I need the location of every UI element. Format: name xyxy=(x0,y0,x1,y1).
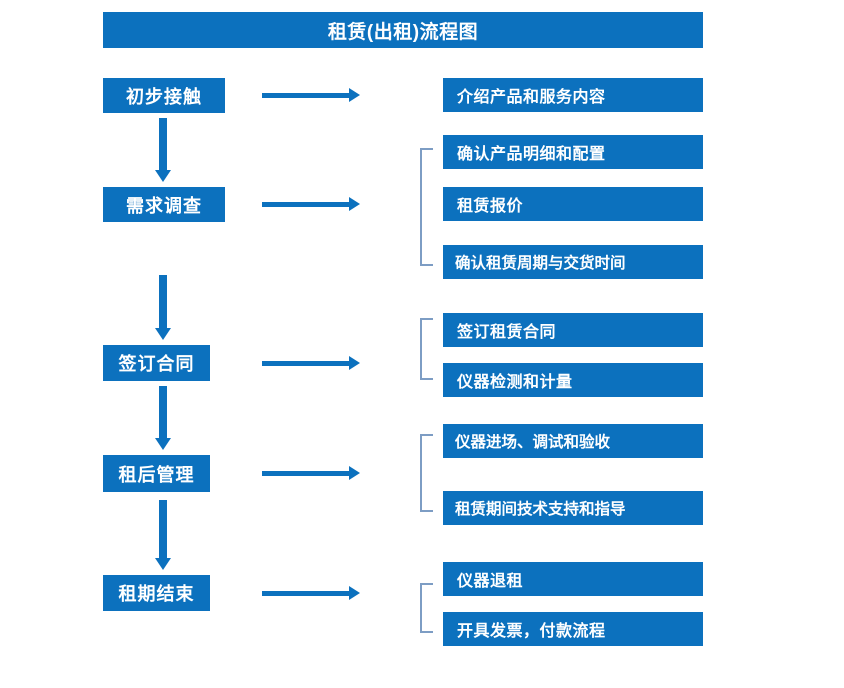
stage-to-detail-arrow-2 xyxy=(262,197,360,211)
diagram-title: 租赁(出租)流程图 xyxy=(103,12,703,48)
detail-group-bracket-5 xyxy=(420,583,433,633)
detail-box-5[interactable]: 签订租赁合同 xyxy=(443,313,703,347)
stage-to-detail-arrow-1 xyxy=(262,88,360,102)
detail-box-1[interactable]: 介绍产品和服务内容 xyxy=(443,78,703,112)
detail-box-6[interactable]: 仪器检测和计量 xyxy=(443,363,703,397)
stage-box-1[interactable]: 初步接触 xyxy=(103,78,225,113)
stage-to-detail-arrow-5 xyxy=(262,586,360,600)
detail-box-2[interactable]: 确认产品明细和配置 xyxy=(443,135,703,169)
detail-group-bracket-4 xyxy=(420,434,433,512)
stage-to-stage-arrow-3 xyxy=(155,386,171,450)
detail-box-8[interactable]: 租赁期间技术支持和指导 xyxy=(443,491,703,525)
stage-to-stage-arrow-1 xyxy=(155,118,171,182)
stage-box-5[interactable]: 租期结束 xyxy=(103,575,210,611)
detail-box-4[interactable]: 确认租赁周期与交货时间 xyxy=(443,245,703,279)
detail-box-10[interactable]: 开具发票，付款流程 xyxy=(443,612,703,646)
stage-box-2[interactable]: 需求调查 xyxy=(103,187,225,222)
stage-to-detail-arrow-3 xyxy=(262,356,360,370)
detail-group-bracket-3 xyxy=(420,318,433,380)
detail-box-7[interactable]: 仪器进场、调试和验收 xyxy=(443,424,703,458)
stage-to-stage-arrow-2 xyxy=(155,275,171,340)
stage-box-3[interactable]: 签订合同 xyxy=(103,345,210,381)
detail-box-9[interactable]: 仪器退租 xyxy=(443,562,703,596)
stage-to-detail-arrow-4 xyxy=(262,466,360,480)
stage-to-stage-arrow-4 xyxy=(155,500,171,570)
detail-group-bracket-2 xyxy=(420,148,433,266)
stage-box-4[interactable]: 租后管理 xyxy=(103,455,210,492)
detail-box-3[interactable]: 租赁报价 xyxy=(443,187,703,221)
